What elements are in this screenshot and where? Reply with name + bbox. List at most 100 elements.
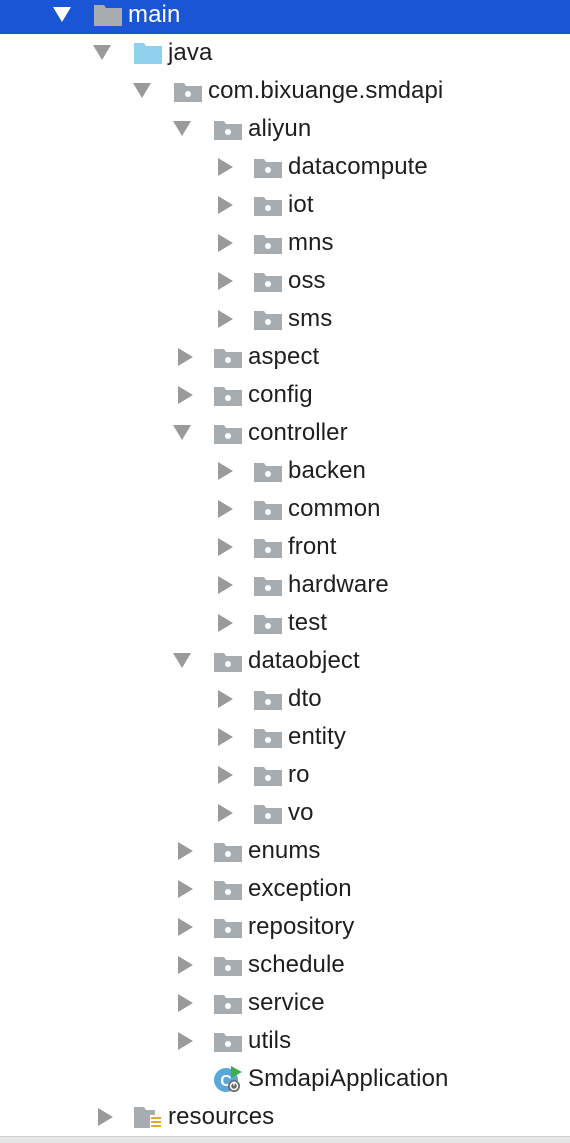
collapse-arrow-right-icon[interactable] [218, 804, 233, 822]
resources-folder-row[interactable]: resources [0, 1098, 570, 1136]
tree-node-label: main [128, 1, 181, 28]
package-aspect-row[interactable]: aspect [0, 338, 570, 376]
tree-node-label: com.bixuange.smdapi [208, 77, 444, 104]
collapse-arrow-right-icon[interactable] [218, 614, 233, 632]
collapse-arrow-right-icon[interactable] [218, 462, 233, 480]
package-repository-row[interactable]: repository [0, 908, 570, 946]
package-icon [213, 991, 243, 1015]
collapse-arrow-right-icon[interactable] [218, 234, 233, 252]
package-icon [213, 383, 243, 407]
package-schedule-row[interactable]: schedule [0, 946, 570, 984]
package-enums-row[interactable]: enums [0, 832, 570, 870]
package-service-row[interactable]: service [0, 984, 570, 1022]
collapse-arrow-right-icon[interactable] [218, 500, 233, 518]
package-icon [253, 763, 283, 787]
collapse-arrow-right-icon[interactable] [218, 158, 233, 176]
package-icon [253, 687, 283, 711]
collapse-arrow-right-icon[interactable] [98, 1108, 113, 1126]
package-icon [253, 497, 283, 521]
package-icon [253, 193, 283, 217]
collapse-arrow-right-icon[interactable] [178, 880, 193, 898]
package-dto-row[interactable]: dto [0, 680, 570, 718]
package-dataobject-row[interactable]: dataobject [0, 642, 570, 680]
tree-node-label: ro [288, 761, 310, 788]
spring-boot-class-icon: C [213, 1065, 243, 1093]
tree-node-label: front [288, 533, 337, 560]
collapse-arrow-right-icon[interactable] [178, 956, 193, 974]
source-folder-icon [93, 3, 123, 27]
tree-node-label: mns [288, 229, 334, 256]
tree-node-label: schedule [248, 951, 345, 978]
expand-arrow-down-icon[interactable] [93, 45, 111, 60]
package-icon [213, 1029, 243, 1053]
collapse-arrow-right-icon[interactable] [218, 690, 233, 708]
package-aliyun-row[interactable]: aliyun [0, 110, 570, 148]
tree-node-label: exception [248, 875, 352, 902]
package-front-row[interactable]: front [0, 528, 570, 566]
package-icon [253, 801, 283, 825]
package-icon [253, 725, 283, 749]
package-exception-row[interactable]: exception [0, 870, 570, 908]
tree-node-label: repository [248, 913, 355, 940]
collapse-arrow-right-icon[interactable] [218, 728, 233, 746]
tree-node-label: utils [248, 1027, 292, 1054]
tree-node-label: dataobject [248, 647, 360, 674]
java-folder-row[interactable]: java [0, 34, 570, 72]
collapse-arrow-right-icon[interactable] [178, 386, 193, 404]
collapse-arrow-right-icon[interactable] [178, 842, 193, 860]
package-controller-row[interactable]: controller [0, 414, 570, 452]
tree-node-label: datacompute [288, 153, 428, 180]
tree-node-label: hardware [288, 571, 389, 598]
collapse-arrow-right-icon[interactable] [218, 538, 233, 556]
main-folder-row[interactable]: main [0, 0, 570, 34]
package-entity-row[interactable]: entity [0, 718, 570, 756]
package-common-row[interactable]: common [0, 490, 570, 528]
package-iot-row[interactable]: iot [0, 186, 570, 224]
package-icon [253, 231, 283, 255]
expand-arrow-down-icon[interactable] [173, 653, 191, 668]
package-vo-row[interactable]: vo [0, 794, 570, 832]
package-oss-row[interactable]: oss [0, 262, 570, 300]
collapse-arrow-right-icon[interactable] [218, 272, 233, 290]
source-root-icon [133, 41, 163, 65]
tree-node-label: sms [288, 305, 333, 332]
collapse-arrow-right-icon[interactable] [178, 918, 193, 936]
package-root-row[interactable]: com.bixuange.smdapi [0, 72, 570, 110]
tree-node-label: oss [288, 267, 326, 294]
expand-arrow-down-icon[interactable] [53, 7, 71, 22]
tree-node-label: resources [168, 1103, 275, 1130]
package-ro-row[interactable]: ro [0, 756, 570, 794]
package-utils-row[interactable]: utils [0, 1022, 570, 1060]
package-icon [213, 345, 243, 369]
tree-node-label: SmdapiApplication [248, 1065, 449, 1092]
expand-arrow-down-icon[interactable] [133, 83, 151, 98]
package-icon [213, 877, 243, 901]
package-hardware-row[interactable]: hardware [0, 566, 570, 604]
package-icon [253, 155, 283, 179]
package-sms-row[interactable]: sms [0, 300, 570, 338]
package-datacompute-row[interactable]: datacompute [0, 148, 570, 186]
package-icon [213, 649, 243, 673]
package-icon [253, 269, 283, 293]
package-icon [253, 535, 283, 559]
expand-arrow-down-icon[interactable] [173, 425, 191, 440]
collapse-arrow-right-icon[interactable] [218, 310, 233, 328]
collapse-arrow-right-icon[interactable] [178, 348, 193, 366]
package-test-row[interactable]: test [0, 604, 570, 642]
collapse-arrow-right-icon[interactable] [178, 1032, 193, 1050]
tree-node-label: backen [288, 457, 366, 484]
collapse-arrow-right-icon[interactable] [218, 196, 233, 214]
package-icon [213, 839, 243, 863]
expand-arrow-down-icon[interactable] [173, 121, 191, 136]
package-mns-row[interactable]: mns [0, 224, 570, 262]
panel-bottom-border [0, 1136, 570, 1143]
collapse-arrow-right-icon[interactable] [218, 576, 233, 594]
collapse-arrow-right-icon[interactable] [218, 766, 233, 784]
tree-node-label: test [288, 609, 328, 636]
collapse-arrow-right-icon[interactable] [178, 994, 193, 1012]
tree-node-label: entity [288, 723, 346, 750]
package-backen-row[interactable]: backen [0, 452, 570, 490]
package-config-row[interactable]: config [0, 376, 570, 414]
